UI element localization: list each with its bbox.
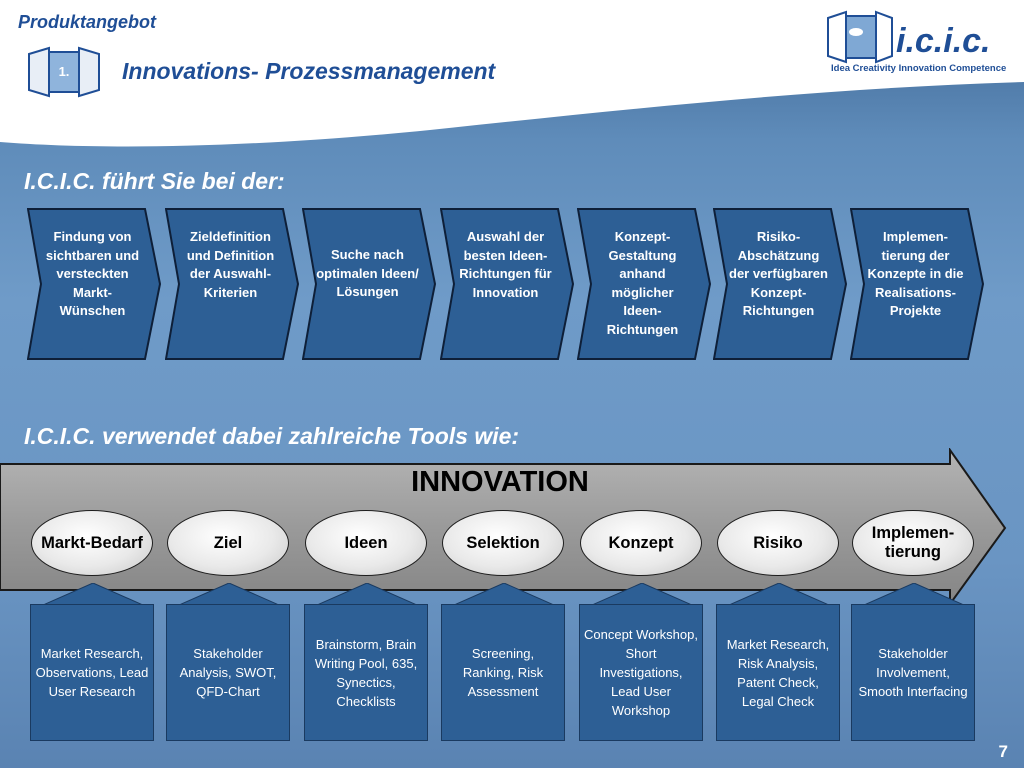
process-step-text: Suche nach optimalen Ideen/ Lösungen	[316, 247, 419, 299]
tool-box-ziel: Stakeholder Analysis, SWOT, QFD-Chart	[166, 604, 290, 741]
pointer-up-icon	[729, 583, 829, 605]
tool-box-selektion: Screening, Ranking, Risk Assessment	[441, 604, 565, 741]
phase-risiko: Risiko	[717, 510, 839, 576]
tool-box-konzept: Concept Workshop, Short Investigations, …	[579, 604, 703, 741]
process-step-text: Risiko-Abschätzung der verfügbaren Konze…	[729, 229, 828, 318]
section-number: 1.	[58, 64, 70, 79]
tool-box-ideen: Brainstorm, Brain Writing Pool, 635, Syn…	[304, 604, 428, 741]
logo-tagline: Idea Creativity Innovation Competence	[831, 63, 1007, 74]
section-label: Produktangebot	[18, 12, 156, 32]
section2-heading: I.C.I.C. verwendet dabei zahlreiche Tool…	[24, 423, 520, 449]
window-icon	[28, 46, 100, 98]
pointer-up-icon	[454, 583, 554, 605]
process-step-text: Zieldefinition und Definition der Auswah…	[186, 229, 275, 300]
innovation-label: INNOVATION	[411, 466, 589, 498]
process-step-5: Konzept-Gestaltung anhand möglicher Idee…	[577, 208, 712, 360]
process-step-text: Auswahl der besten Ideen-Richtungen für …	[459, 229, 552, 300]
phase-markt-bedarf: Markt-Bedarf	[31, 510, 153, 576]
process-step-6: Risiko-Abschätzung der verfügbaren Konze…	[713, 208, 848, 360]
svg-text:i.c.i.c.: i.c.i.c.	[896, 22, 991, 60]
tool-box-risiko: Market Research, Risk Analysis, Patent C…	[716, 604, 840, 741]
tool-box-implementierung: Stakeholder Involvement, Smooth Interfac…	[851, 604, 975, 741]
process-step-text: Implemen-tierung der Konzepte in die Rea…	[867, 229, 964, 318]
phase-konzept: Konzept	[580, 510, 702, 576]
pointer-up-icon	[317, 583, 417, 605]
process-step-3: Suche nach optimalen Ideen/ Lösungen	[302, 208, 437, 360]
pointer-up-icon	[179, 583, 279, 605]
page-title: Innovations- Prozessmanagement	[122, 58, 496, 84]
icic-logo: i.c.i.c.	[827, 10, 991, 64]
phase-ziel: Ziel	[167, 510, 289, 576]
phase-implementierung: Implemen-tierung	[852, 510, 974, 576]
phase-selektion: Selektion	[442, 510, 564, 576]
header-white-curve	[0, 0, 1024, 147]
pointer-up-icon	[864, 583, 964, 605]
process-step-7: Implemen-tierung der Konzepte in die Rea…	[850, 208, 985, 360]
pointer-up-icon	[43, 583, 143, 605]
process-step-text: Findung von sichtbaren und versteckten M…	[45, 229, 140, 318]
tool-box-markt-bedarf: Market Research, Observations, Lead User…	[30, 604, 154, 741]
phase-ideen: Ideen	[305, 510, 427, 576]
pointer-up-icon	[592, 583, 692, 605]
process-step-4: Auswahl der besten Ideen-Richtungen für …	[440, 208, 575, 360]
process-step-1: Findung von sichtbaren und versteckten M…	[27, 208, 162, 360]
process-step-text: Konzept-Gestaltung anhand möglicher Idee…	[606, 229, 679, 337]
section1-heading: I.C.I.C. führt Sie bei der:	[24, 168, 285, 194]
process-step-2: Zieldefinition und Definition der Auswah…	[165, 208, 300, 360]
page-number: 7	[998, 742, 1008, 761]
